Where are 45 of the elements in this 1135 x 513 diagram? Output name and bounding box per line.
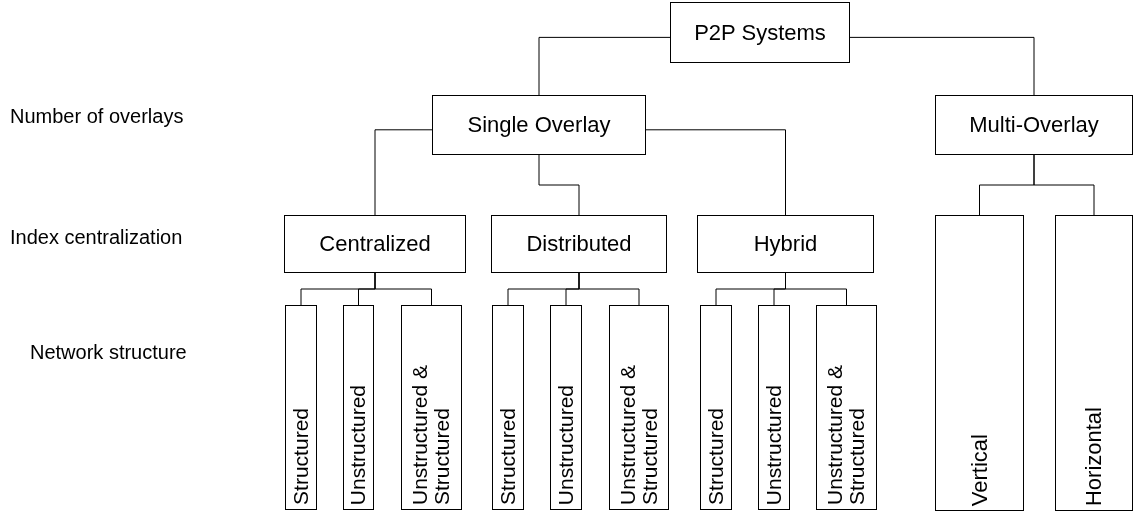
box-label: Hybrid: [753, 232, 818, 256]
box-label: Unstructured & Structured: [616, 363, 662, 505]
category-box: [935, 215, 1024, 511]
connector-line: [538, 154, 580, 216]
connector-line: [374, 272, 432, 306]
connector-line: [1033, 154, 1095, 216]
category-box: [401, 305, 462, 510]
class-box: [935, 95, 1133, 155]
box-label: Unstructured: [554, 384, 577, 505]
box-label: Structured: [496, 408, 519, 505]
connector-line: [538, 36, 671, 96]
box-label: P2P Systems: [694, 20, 826, 45]
box-label: Structured: [704, 408, 727, 505]
category-box: [492, 305, 524, 510]
level-label: Index centralization: [10, 226, 183, 249]
class-box: [432, 95, 646, 155]
category-box: [550, 305, 582, 510]
level-label: Network structure: [30, 341, 187, 364]
connector-line: [645, 129, 786, 216]
class-box: [491, 215, 667, 273]
class-box: [697, 215, 874, 273]
box-label: Multi-Overlay: [969, 113, 1099, 137]
connector-line: [374, 129, 433, 216]
box-label: Vertical: [967, 433, 992, 506]
box-label: Unstructured: [762, 384, 785, 505]
box-label: Structured: [289, 408, 312, 505]
box-label: Centralized: [319, 232, 431, 256]
category-box: [816, 305, 877, 510]
category-box: [609, 305, 669, 510]
box-label: Unstructured & Structured: [824, 363, 869, 505]
class-box: [284, 215, 466, 273]
level-label: Number of overlays: [10, 105, 184, 128]
box-label: Single Overlay: [467, 113, 611, 137]
category-box: [285, 305, 317, 510]
box-label: Distributed: [526, 232, 632, 256]
category-box: [1055, 215, 1133, 511]
box-label: Unstructured: [347, 384, 370, 505]
category-box: [343, 305, 374, 510]
category-box: [700, 305, 732, 510]
box-label: Horizontal: [1082, 406, 1106, 506]
connector-line: [578, 272, 640, 306]
box-label: Unstructured & Structured: [409, 363, 454, 505]
category-box: [758, 305, 790, 510]
class-box: [670, 2, 850, 63]
connector-line: [849, 36, 1035, 96]
